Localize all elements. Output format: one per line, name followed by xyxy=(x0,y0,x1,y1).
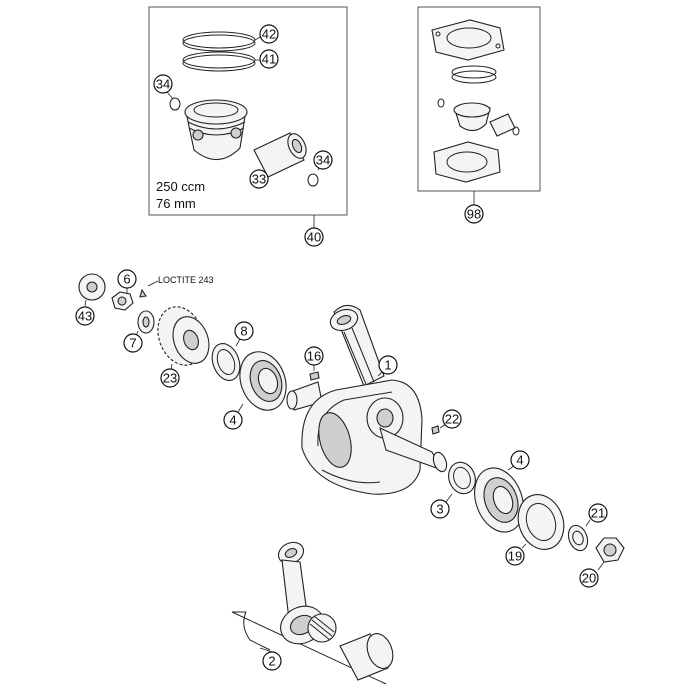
piston-pin-clip-right xyxy=(307,173,319,187)
svg-text:8: 8 xyxy=(240,324,247,339)
svg-text:21: 21 xyxy=(591,506,605,521)
nut-left xyxy=(111,288,134,311)
bore-text: 76 mm xyxy=(156,196,196,211)
callout-22: 22 xyxy=(442,409,462,429)
bearing-right xyxy=(474,465,524,533)
callout-40: 40 xyxy=(304,227,324,247)
piston-ring-top xyxy=(182,31,256,52)
callout-4-left: 4 xyxy=(223,410,243,430)
needle-bearing xyxy=(307,613,337,643)
callout-4-right: 4 xyxy=(510,450,530,470)
bearing-left xyxy=(237,351,287,413)
svg-text:23: 23 xyxy=(163,371,177,386)
conrod-kit xyxy=(231,541,394,685)
callout-7: 7 xyxy=(123,333,143,353)
washer-left xyxy=(78,273,106,307)
svg-text:43: 43 xyxy=(78,309,92,324)
callout-16: 16 xyxy=(304,346,324,366)
callout-20: 20 xyxy=(579,568,599,588)
woodruff-key-left xyxy=(309,364,320,381)
svg-text:40: 40 xyxy=(307,230,321,245)
callout-43: 43 xyxy=(75,306,95,326)
washer-right xyxy=(567,519,591,552)
callout-34-right: 34 xyxy=(313,150,333,170)
svg-text:16: 16 xyxy=(307,349,321,364)
callout-2: 2 xyxy=(262,651,282,671)
head-gasket xyxy=(431,19,505,61)
callout-21: 21 xyxy=(588,503,608,523)
callout-8: 8 xyxy=(234,321,254,341)
top-end-clip-left xyxy=(437,98,445,108)
shim xyxy=(445,461,476,503)
callout-1: 1 xyxy=(378,355,398,375)
top-end-kit-box xyxy=(417,6,541,205)
svg-text:41: 41 xyxy=(262,52,276,67)
svg-text:34: 34 xyxy=(316,153,330,168)
loctite-note: LOCTITE 243 xyxy=(158,275,214,285)
nut-right xyxy=(595,537,625,571)
svg-text:42: 42 xyxy=(262,27,276,42)
loctite-marker xyxy=(139,288,147,298)
crank-pin xyxy=(339,633,394,681)
top-end-ring-1 xyxy=(451,65,497,79)
piston-pin-clip-left xyxy=(169,97,181,111)
svg-text:7: 7 xyxy=(129,336,136,351)
svg-text:2: 2 xyxy=(268,654,275,669)
piston-kit-box: 250 ccm 76 mm xyxy=(148,6,348,228)
callout-42: 42 xyxy=(259,24,279,44)
top-end-clip-right xyxy=(512,126,520,136)
piston-ring-second xyxy=(182,51,256,72)
callout-19: 19 xyxy=(505,546,525,566)
primary-gear xyxy=(157,306,210,371)
seal-ring-left xyxy=(211,338,241,381)
svg-text:20: 20 xyxy=(582,571,596,586)
svg-text:98: 98 xyxy=(467,207,481,222)
svg-text:33: 33 xyxy=(252,172,266,187)
svg-text:3: 3 xyxy=(436,502,443,517)
lock-washer xyxy=(135,310,155,337)
displacement-text: 250 ccm xyxy=(156,179,205,194)
shaft-seal-right xyxy=(517,494,565,550)
top-end-ring-2 xyxy=(451,70,497,84)
woodruff-key-right xyxy=(431,423,447,435)
svg-text:34: 34 xyxy=(156,77,170,92)
svg-text:1: 1 xyxy=(384,358,391,373)
base-gasket xyxy=(433,141,501,183)
piston-pin xyxy=(253,132,307,178)
callout-34-left: 34 xyxy=(153,74,173,94)
svg-text:4: 4 xyxy=(516,453,523,468)
svg-text:4: 4 xyxy=(229,413,236,428)
callout-33: 33 xyxy=(249,169,269,189)
top-end-pin xyxy=(489,113,516,137)
svg-text:19: 19 xyxy=(508,549,522,564)
callout-3: 3 xyxy=(430,499,450,519)
piston xyxy=(184,99,248,161)
callout-6: 6 xyxy=(117,269,137,289)
callout-41: 41 xyxy=(259,49,279,69)
crankshaft xyxy=(286,304,448,495)
top-end-piston xyxy=(453,102,491,132)
svg-text:22: 22 xyxy=(445,412,459,427)
callout-98: 98 xyxy=(464,204,484,224)
svg-text:6: 6 xyxy=(123,272,130,287)
callout-23: 23 xyxy=(160,368,180,388)
